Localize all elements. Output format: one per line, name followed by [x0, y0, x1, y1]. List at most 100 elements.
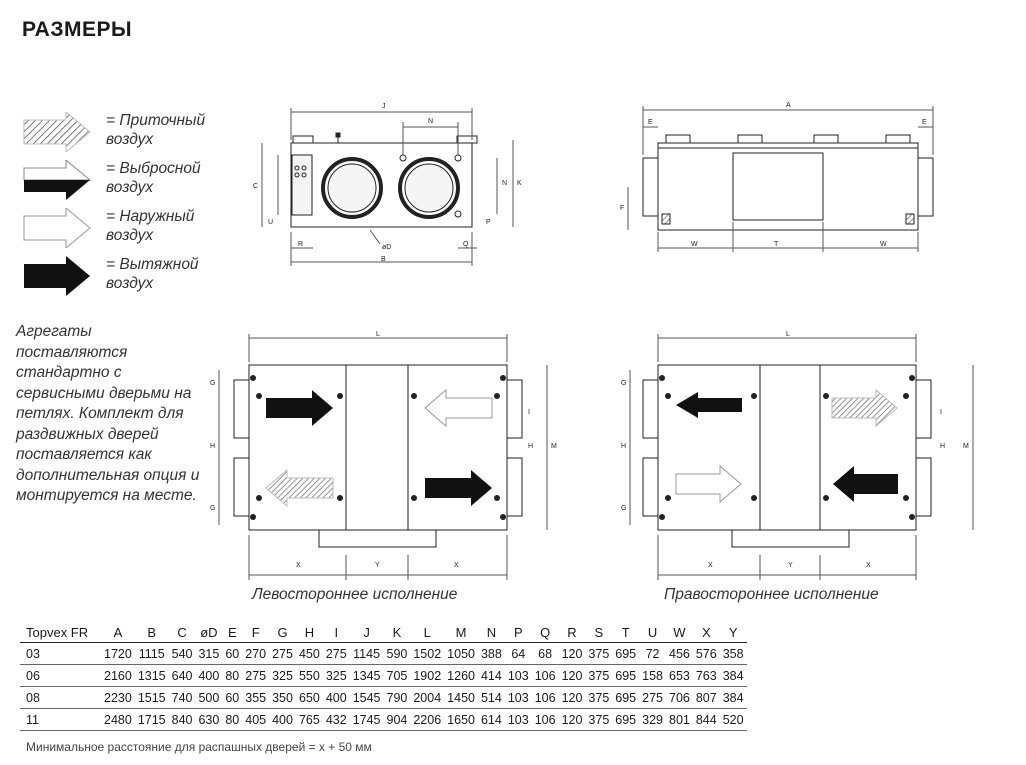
table-cell: 2004	[410, 686, 445, 709]
supply-arrow-right	[831, 388, 898, 428]
table-cell: 695	[612, 708, 640, 731]
dim-label-h2: H	[528, 443, 533, 450]
column-header: F	[251, 625, 260, 640]
table-cell: 1650	[444, 708, 478, 731]
table-cell: 358	[719, 642, 747, 665]
dim-label-u: U	[268, 219, 273, 226]
table-cell: 630	[195, 708, 223, 731]
table-cell: 120	[558, 686, 586, 709]
table-cell: 329	[639, 708, 666, 731]
table-cell: 650	[295, 686, 323, 709]
dim-label-w2: W	[880, 241, 887, 248]
table-cell: 2480	[101, 708, 135, 731]
table-cell: 1745	[349, 708, 384, 731]
table-cell: 103	[504, 708, 532, 731]
table-cell: 765	[295, 708, 323, 731]
column-header: Y	[728, 625, 738, 640]
dim-label-x2: X	[454, 562, 459, 569]
front-view-drawing	[261, 108, 514, 266]
table-cell: 844	[692, 708, 720, 731]
table-cell: 275	[639, 686, 666, 709]
outdoor-arrow-right	[675, 464, 742, 504]
dim-label-k: K	[517, 180, 522, 187]
dim-label-d: øD	[382, 244, 391, 251]
dim-label-g2-r: G	[621, 505, 626, 512]
dim-label-i-r: I	[940, 409, 942, 416]
table-cell: 375	[585, 664, 613, 687]
white-arrow-icon	[23, 208, 91, 248]
side-view-drawing	[627, 106, 934, 252]
table-cell: 120	[558, 664, 586, 687]
table-cell: 1145	[349, 642, 384, 665]
table-cell: 576	[692, 642, 720, 665]
dim-label-n: N	[428, 118, 433, 125]
column-header: Topvex FR	[26, 625, 89, 640]
table-cell: 550	[295, 664, 323, 687]
dim-label-g: G	[210, 380, 215, 387]
table-cell: 801	[666, 708, 693, 731]
table-cell: 375	[585, 642, 613, 665]
table-cell: 614	[477, 708, 505, 731]
table-cell: 384	[719, 686, 747, 709]
dim-label-g2: G	[210, 505, 215, 512]
column-header: P	[513, 625, 523, 640]
table-cell: 705	[383, 664, 411, 687]
hatched-arrow-icon	[23, 112, 91, 152]
column-header: N	[486, 625, 497, 640]
table-cell: 325	[322, 664, 350, 687]
table-cell: 315	[195, 642, 223, 665]
column-header: C	[177, 625, 187, 640]
column-header: M	[455, 625, 467, 640]
table-cell: 275	[242, 664, 270, 687]
dim-label-h: H	[210, 443, 215, 450]
table-cell: 400	[322, 686, 350, 709]
table-cell: 388	[477, 642, 505, 665]
column-header: R	[567, 625, 577, 640]
table-cell: 695	[612, 686, 640, 709]
table-cell: 60	[222, 686, 243, 709]
table-cell: 80	[222, 708, 243, 731]
black-arrow-icon	[24, 256, 90, 296]
table-cell: 08	[20, 686, 101, 709]
table-cell: 400	[269, 708, 296, 731]
table-cell: 106	[531, 708, 559, 731]
dim-label-b: B	[381, 256, 386, 263]
dim-label-g-r: G	[621, 380, 626, 387]
table-cell: 450	[295, 642, 323, 665]
table-cell: 325	[269, 664, 296, 687]
dim-label-h2-r: H	[940, 443, 945, 450]
column-header: S	[594, 625, 604, 640]
column-header: K	[392, 625, 402, 640]
table-cell: 1050	[444, 642, 478, 665]
outdoor-arrow	[424, 388, 493, 428]
table-cell: 275	[269, 642, 296, 665]
footnote: Минимальное расстояние для распашных две…	[26, 740, 372, 754]
table-cell: 400	[195, 664, 223, 687]
table-cell: 270	[242, 642, 270, 665]
installation-note: Агрегаты поставляются стандартно с серви…	[16, 323, 200, 504]
dim-label-x: X	[296, 562, 301, 569]
table-cell: 103	[504, 664, 532, 687]
table-cell: 590	[383, 642, 411, 665]
page-title: РАЗМЕРЫ	[22, 18, 133, 41]
column-header: E	[227, 625, 237, 640]
table-cell: 384	[719, 664, 747, 687]
column-header: J	[363, 625, 370, 640]
supply-arrow	[265, 468, 334, 508]
column-header: H	[304, 625, 315, 640]
table-cell: 807	[692, 686, 720, 709]
dim-label-x2-r: X	[866, 562, 871, 569]
dim-label-w: W	[691, 241, 698, 248]
